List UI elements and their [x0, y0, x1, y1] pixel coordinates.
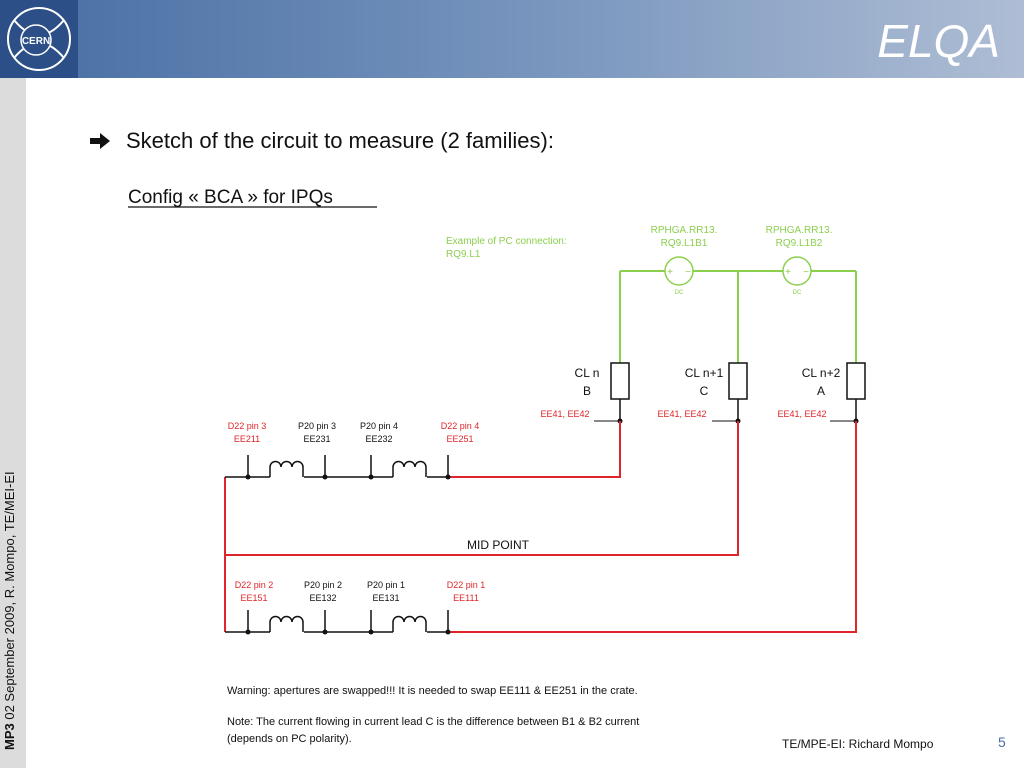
- bottom-magnet-row: [225, 610, 449, 633]
- top-pin-3-line1: P20 pin 4: [360, 421, 398, 431]
- mid-point-label: MID POINT: [467, 538, 530, 552]
- ee-label-c: EE41, EE42: [657, 409, 706, 419]
- current-note-line1: Note: The current flowing in current lea…: [227, 716, 639, 728]
- cl-b-label-line2: B: [583, 384, 591, 398]
- cl-a-label-line2: A: [817, 384, 825, 398]
- top-magnet-row: [225, 455, 449, 478]
- top-pin-2-line1: P20 pin 3: [298, 421, 336, 431]
- ee-label-a: EE41, EE42: [777, 409, 826, 419]
- bottom-pin-4-line2: EE111: [453, 593, 479, 603]
- slide-header-title: ELQA: [877, 15, 1000, 67]
- current-lead-c: [712, 362, 748, 424]
- cl-c-label-line2: C: [700, 384, 709, 398]
- bullet-text: Sketch of the circuit to measure (2 fami…: [126, 128, 554, 153]
- pc2-minus: −: [803, 267, 809, 278]
- pc-example-line1: Example of PC connection:: [446, 236, 567, 247]
- top-pin-4-line1: D22 pin 4: [441, 421, 480, 431]
- bottom-pin-2-line2: EE132: [309, 593, 336, 603]
- current-note-line2: (depends on PC polarity).: [227, 733, 352, 745]
- ee-label-b: EE41, EE42: [540, 409, 589, 419]
- bottom-pin-1-line2: EE151: [240, 593, 267, 603]
- page-number: 5: [998, 734, 1006, 750]
- pc2-plus: +: [785, 267, 791, 278]
- red-wiring: [224, 421, 857, 633]
- top-pin-3-line2: EE232: [365, 434, 392, 444]
- top-pin-2-line2: EE231: [303, 434, 330, 444]
- pc2-label-line1: RPHGA.RR13.: [766, 225, 833, 236]
- arrow-bullet-icon: [90, 133, 110, 149]
- bottom-pin-1-line1: D22 pin 2: [235, 580, 274, 590]
- top-pin-1-line1: D22 pin 3: [228, 421, 267, 431]
- bottom-pin-3-line1: P20 pin 1: [367, 580, 405, 590]
- pc2-dc-label: DC: [793, 290, 802, 296]
- pc1-label-line2: RQ9.L1B1: [661, 238, 708, 249]
- current-lead-a: [830, 362, 866, 424]
- header-bar: CERN ELQA: [0, 0, 1024, 78]
- top-pin-4-line2: EE251: [446, 434, 473, 444]
- bottom-pin-4-line1: D22 pin 1: [447, 580, 486, 590]
- cl-c-label-line1: CL n+1: [685, 366, 724, 380]
- pc2-label-line2: RQ9.L1B2: [776, 238, 823, 249]
- power-converter-1-icon: + − DC: [664, 256, 694, 296]
- bottom-magnet-nodes: [245, 629, 451, 635]
- pc1-label-line1: RPHGA.RR13.: [651, 225, 718, 236]
- bottom-pin-3-line2: EE131: [372, 593, 399, 603]
- top-magnet-nodes: [245, 474, 451, 480]
- config-title: Config « BCA » for IPQs: [128, 187, 333, 208]
- cl-a-label-line1: CL n+2: [802, 366, 841, 380]
- warning-note: Warning: apertures are swapped!!! It is …: [227, 685, 638, 697]
- power-converter-2-icon: + − DC: [782, 256, 812, 296]
- footer-author: TE/MPE-EI: Richard Mompo: [782, 737, 934, 751]
- pc1-minus: −: [685, 267, 691, 278]
- bottom-pin-2-line1: P20 pin 2: [304, 580, 342, 590]
- pc-wiring: [619, 270, 857, 363]
- pc1-plus: +: [667, 267, 673, 278]
- cern-logo-text: CERN: [22, 36, 50, 47]
- cl-b-label-line1: CL n: [575, 366, 600, 380]
- top-pin-1-line2: EE211: [234, 434, 260, 444]
- cern-logo: CERN: [0, 0, 78, 78]
- pc1-dc-label: DC: [675, 290, 684, 296]
- pc-example-line2: RQ9.L1: [446, 249, 481, 260]
- sidebar-strip: [0, 78, 26, 768]
